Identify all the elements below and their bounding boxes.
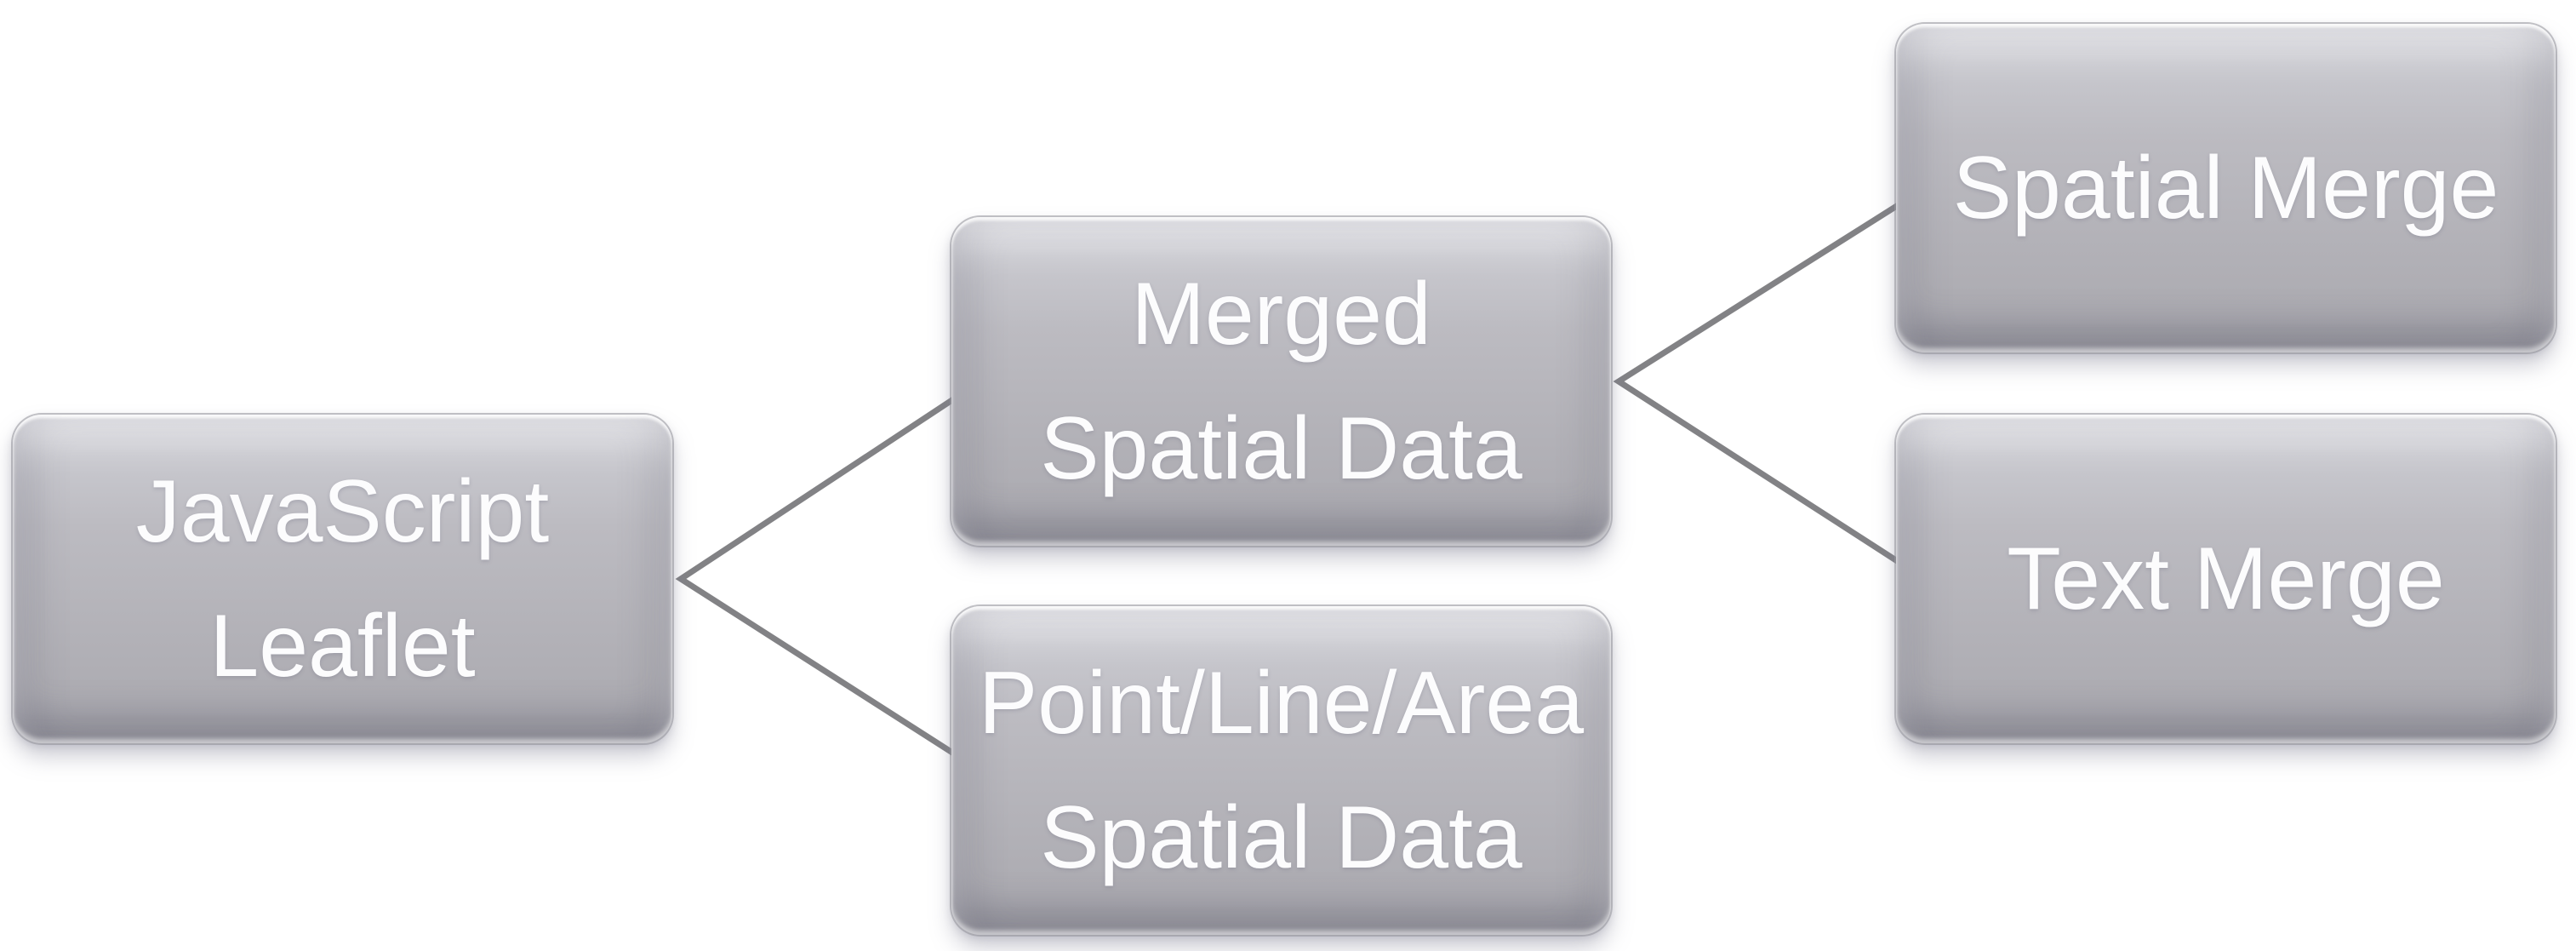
connector-root-to-middle-nodes — [675, 379, 982, 773]
node-point-line-area-spatial-data: Point/Line/Area Spatial Data — [951, 606, 1611, 935]
node-label-line: Merged — [1131, 265, 1431, 364]
node-javascript-leaflet: JavaScript Leaflet — [13, 415, 672, 743]
node-label-line: Point/Line/Area — [978, 654, 1585, 753]
node-merged-spatial-data: Merged Spatial Data — [951, 217, 1611, 546]
node-label-line: Text Merge — [2007, 530, 2445, 628]
node-label-line: Spatial Data — [1040, 788, 1522, 887]
node-label-line: Spatial Merge — [1952, 139, 2499, 238]
node-text-merge: Text Merge — [1896, 415, 2556, 743]
node-label-line: JavaScript — [135, 462, 550, 561]
node-label-line: Spatial Data — [1040, 399, 1522, 498]
connector-merged-to-right-nodes — [1613, 186, 1927, 581]
node-spatial-merge: Spatial Merge — [1896, 24, 2556, 352]
node-label-line: Leaflet — [209, 597, 476, 696]
